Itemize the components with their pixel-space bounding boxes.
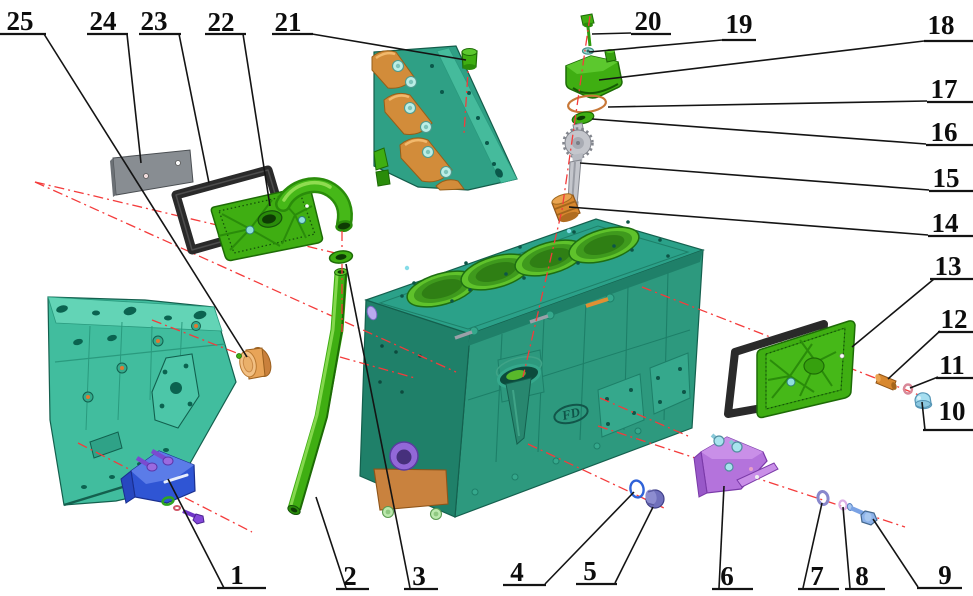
callout-21-label: 21 <box>275 7 302 37</box>
side-pads <box>597 352 691 438</box>
callout-15: 15 <box>579 162 973 193</box>
cup-plug <box>236 347 272 380</box>
callout-11: 11 <box>909 350 973 389</box>
callout-22-label: 22 <box>208 7 235 37</box>
callout-13-label: 13 <box>935 251 962 281</box>
callout-25: 25 <box>0 6 248 358</box>
pipe-ring <box>328 250 354 264</box>
callout-3: 3 <box>345 263 438 591</box>
callouts: 25 24 23 22 21 20 19 18 <box>0 6 973 591</box>
callout-16: 16 <box>591 117 973 147</box>
callout-6: 6 <box>712 485 753 591</box>
callout-8-label: 8 <box>855 561 869 591</box>
callout-5: 5 <box>576 506 654 586</box>
studs <box>454 293 615 340</box>
washer-7 <box>816 490 830 506</box>
bracket-assembly-1 <box>120 449 205 525</box>
callout-24-label: 24 <box>90 6 117 36</box>
callout-24: 24 <box>87 6 142 164</box>
gear-shaft-15 <box>562 122 594 216</box>
callout-16-label: 16 <box>931 117 958 147</box>
callout-20: 20 <box>591 6 671 36</box>
cylinder-bores <box>406 226 640 308</box>
centerlines-front <box>341 15 591 378</box>
brand-logo: FD <box>553 403 589 425</box>
callout-11-label: 11 <box>939 350 965 380</box>
governor-stack <box>551 13 623 223</box>
callout-23: 23 <box>139 6 210 184</box>
callout-13: 13 <box>851 251 973 348</box>
callout-5-label: 5 <box>583 556 597 586</box>
bolt-9 <box>846 503 878 526</box>
callout-23-label: 23 <box>141 6 168 36</box>
engine-block: FD <box>359 218 705 521</box>
side-cover-assembly <box>724 320 856 419</box>
cover-plate <box>110 149 194 197</box>
callout-22: 22 <box>205 7 271 207</box>
bracket-6 <box>693 433 779 498</box>
dowel-12 <box>875 373 897 391</box>
o-ring-17 <box>567 94 607 114</box>
core-plugs <box>82 321 201 403</box>
callout-20-label: 20 <box>635 6 662 36</box>
callout-1: 1 <box>167 478 266 590</box>
callout-12: 12 <box>887 304 973 380</box>
callout-17-label: 17 <box>931 74 958 104</box>
cover-18 <box>565 49 623 99</box>
crankcase-bottom-inset <box>371 45 518 191</box>
brand-logo-text: FD <box>559 404 582 423</box>
callout-14-label: 14 <box>932 208 959 238</box>
callout-15-label: 15 <box>933 163 960 193</box>
callout-2-label: 2 <box>343 561 357 591</box>
plug-5 <box>645 489 665 509</box>
ring-4 <box>629 479 645 499</box>
bushing-14 <box>551 193 581 223</box>
plug-21 <box>461 48 478 70</box>
callout-10-label: 10 <box>939 396 966 426</box>
callout-19: 19 <box>588 9 756 53</box>
callout-10: 10 <box>921 396 973 432</box>
callout-3-label: 3 <box>412 561 426 591</box>
oil-funnel <box>495 349 545 445</box>
bolt-20 <box>580 13 595 47</box>
callout-2: 2 <box>315 496 369 591</box>
oil-tube <box>287 267 348 516</box>
callout-8: 8 <box>842 506 885 591</box>
callout-18-label: 18 <box>928 10 955 40</box>
callout-9: 9 <box>872 518 962 590</box>
callout-6-label: 6 <box>720 561 734 591</box>
washer-11 <box>902 383 914 395</box>
callout-25-label: 25 <box>7 6 34 36</box>
callout-9-label: 9 <box>938 560 952 590</box>
cap-10 <box>914 392 933 410</box>
callout-7: 7 <box>798 502 839 591</box>
callout-7-label: 7 <box>810 561 824 591</box>
callout-14: 14 <box>568 206 973 238</box>
callout-4: 4 <box>503 491 635 587</box>
callout-21: 21 <box>272 7 467 61</box>
seal-plate-16 <box>571 111 595 125</box>
callout-18: 18 <box>598 10 973 81</box>
callout-1-label: 1 <box>230 560 244 590</box>
main-bearing-caps <box>371 50 465 191</box>
breather-cover <box>210 177 353 262</box>
callout-12-label: 12 <box>941 304 968 334</box>
callout-19-label: 19 <box>726 9 753 39</box>
engine-block-side-inset <box>47 296 237 507</box>
deck-holes <box>400 220 670 303</box>
callout-4-label: 4 <box>510 557 524 587</box>
callout-17: 17 <box>607 74 973 108</box>
